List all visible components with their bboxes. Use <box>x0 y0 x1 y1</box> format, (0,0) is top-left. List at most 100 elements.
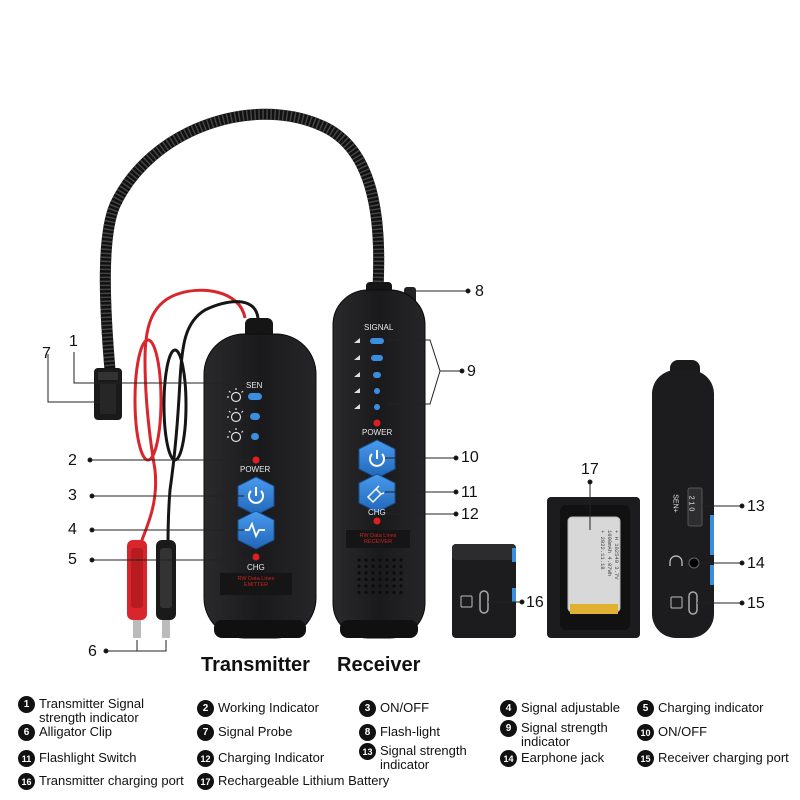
callout-7: 7 <box>42 345 51 362</box>
speaker-hole <box>364 590 368 595</box>
receiver-side-view <box>652 360 714 638</box>
legend-text-2: Working Indicator <box>218 700 319 715</box>
side-scale-label: 2 1 0 <box>687 495 695 512</box>
speaker-hole <box>399 564 403 569</box>
speaker-hole <box>385 571 389 575</box>
transmitter-sen-label: SEN <box>246 381 263 390</box>
speaker-hole <box>392 590 396 595</box>
callout-8: 8 <box>475 283 484 300</box>
battery-compartment-view <box>547 497 640 638</box>
transmitter-working-led <box>252 456 260 464</box>
speaker-hole <box>385 577 389 582</box>
transmitter-signal-indicator <box>248 393 262 440</box>
receiver-charging-led <box>373 517 381 525</box>
callout-11: 11 <box>461 484 478 501</box>
probe-icon <box>94 368 122 420</box>
signal-probe-cable <box>99 108 385 371</box>
battery-print-line3: + 2022.11.18 <box>599 530 606 570</box>
receiver-brand-label: RW Data Lines RECEIVER <box>348 533 408 545</box>
transmitter-brand-line2: EMITTER <box>243 582 269 588</box>
receiver-chg-label: CHG <box>368 508 386 517</box>
legend-item-8: 8 Flash-light <box>359 724 440 741</box>
legend-item-9: 9 Signal strength indicator <box>500 720 630 749</box>
callout-16: 16 <box>526 594 544 611</box>
legend-text-14: Earphone jack <box>521 750 605 765</box>
legend-num-12: 12 <box>197 750 214 767</box>
legend-text-11: Flashlight Switch <box>39 750 137 765</box>
callout-1: 1 <box>69 333 78 350</box>
transmitter-chg-label: CHG <box>247 563 265 572</box>
side-sen-label: SEN+ <box>671 494 679 513</box>
legend-text-7: Signal Probe <box>218 724 293 739</box>
speaker-hole <box>385 590 389 595</box>
callout-10: 10 <box>461 449 479 466</box>
speaker-hole <box>357 558 361 562</box>
transmitter-charging-led <box>252 553 260 561</box>
legend-num-5: 5 <box>637 700 654 717</box>
speaker-hole <box>371 577 375 582</box>
callout-9: 9 <box>467 363 476 380</box>
speaker-hole <box>371 564 375 569</box>
legend-item-7: 7 Signal Probe <box>197 724 293 741</box>
legend-text-15: Receiver charging port <box>658 750 789 765</box>
receiver-brand-line1: RW Data Lines <box>359 533 397 539</box>
speaker-hole <box>399 584 403 588</box>
speaker-hole <box>364 571 368 575</box>
speaker-hole <box>378 571 382 575</box>
legend-num-11: 11 <box>18 750 35 767</box>
receiver-brand-line2: RECEIVER <box>363 539 393 545</box>
signal-adjust-button[interactable] <box>237 510 275 550</box>
brightness-icon <box>227 388 244 443</box>
transmitter-bottom-view <box>452 544 516 638</box>
legend-num-16: 16 <box>18 773 35 790</box>
legend-text-8: Flash-light <box>380 724 440 739</box>
transmitter-label: Transmitter <box>201 654 310 676</box>
speaker-hole <box>378 577 382 582</box>
speaker-hole <box>392 584 396 588</box>
legend-text-1: Transmitter Signal strength indicator <box>39 696 144 725</box>
speaker-hole <box>364 558 368 562</box>
alligator-clip-icon <box>127 540 176 638</box>
legend-text-9: Signal strength indicator <box>521 720 608 749</box>
legend-item-17: 17 Rechargeable Lithium Battery <box>197 773 389 790</box>
speaker-hole <box>371 584 375 588</box>
callout-13: 13 <box>747 498 765 515</box>
legend-num-14: 14 <box>500 750 517 767</box>
speaker-hole <box>378 590 382 595</box>
battery-print: + H 102540 3.7V 1000mAh 4.07Wh + 2022.11… <box>568 530 620 600</box>
legend-text-5: Charging indicator <box>658 700 764 715</box>
legend-item-13: 13 Signal strength indicator <box>359 743 489 772</box>
legend-text-3: ON/OFF <box>380 700 430 715</box>
legend-text-16: Transmitter charging port <box>39 773 184 788</box>
flashlight-switch-button[interactable] <box>358 473 396 513</box>
speaker-hole <box>399 571 403 575</box>
speaker-hole <box>399 577 403 582</box>
legend-num-8: 8 <box>359 724 376 741</box>
transmitter-power-label: POWER <box>240 465 271 474</box>
legend-text-12: Charging Indicator <box>218 750 325 765</box>
callout-3: 3 <box>68 487 77 504</box>
legend-num-2: 2 <box>197 700 214 717</box>
battery-print-line1: + H 102540 3.7V <box>613 530 620 580</box>
callout-2: 2 <box>68 452 77 469</box>
speaker-hole <box>357 577 361 582</box>
signal-bars-icon <box>354 338 360 409</box>
legend-num-7: 7 <box>197 724 214 741</box>
legend-text-13: Signal strength indicator <box>380 743 467 772</box>
callout-lines <box>47 288 745 654</box>
speaker-hole <box>357 571 361 575</box>
speaker-hole <box>371 571 375 575</box>
legend-item-5: 5 Charging indicator <box>637 700 764 717</box>
legend-num-15: 15 <box>637 750 654 767</box>
legend-num-10: 10 <box>637 724 654 741</box>
speaker-hole <box>371 590 375 595</box>
legend-num-13: 13 <box>359 743 376 760</box>
speaker-hole <box>392 558 396 562</box>
legend-num-3: 3 <box>359 700 376 717</box>
transmitter-brand-label: RW Data Lines EMITTER <box>222 576 290 588</box>
legend-item-14: 14 Earphone jack <box>500 750 605 767</box>
legend-item-1: 1 Transmitter Signal strength indicator <box>18 696 188 725</box>
battery-print-line2: 1000mAh 4.07Wh <box>606 530 613 577</box>
wave-icon <box>245 521 265 539</box>
